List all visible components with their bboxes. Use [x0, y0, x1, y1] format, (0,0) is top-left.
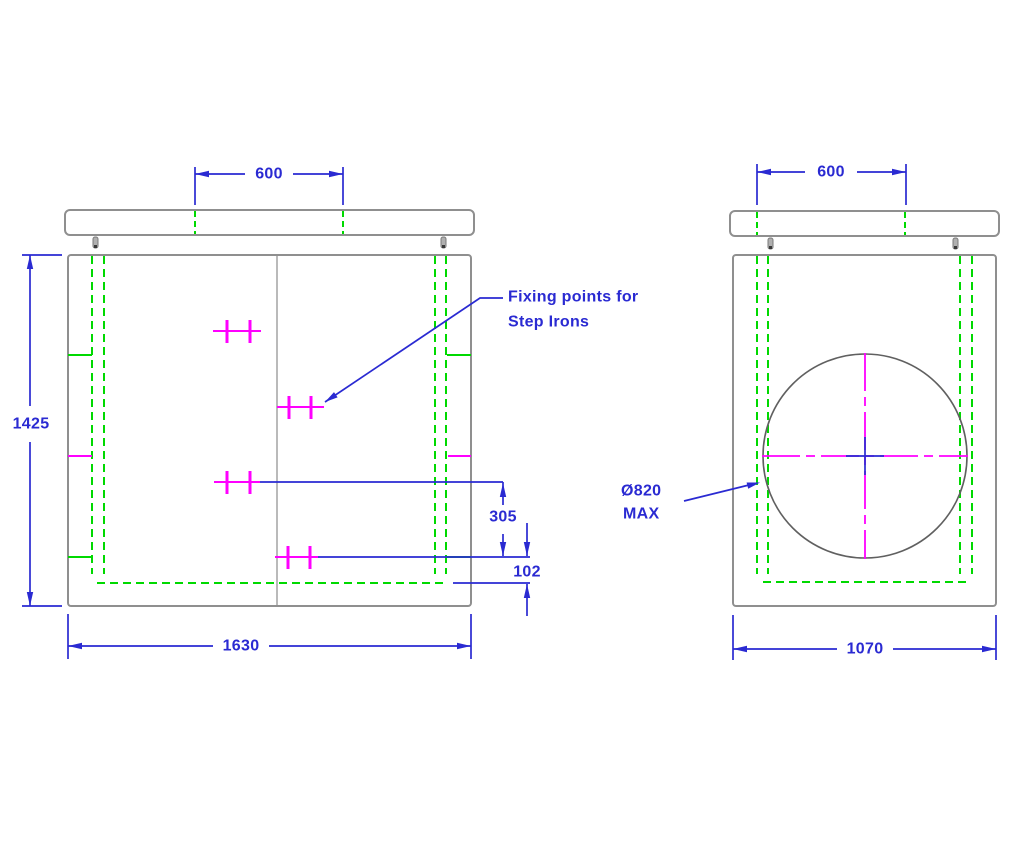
fixing-points-label-line2: Step Irons [508, 314, 589, 331]
dim-1630-label: 1630 [223, 638, 260, 655]
dim-1425-label: 1425 [13, 416, 50, 433]
diameter-annotation: Ø820 MAX [621, 482, 760, 523]
dim-1630: 1630 [67, 614, 472, 659]
dim-600-front-label: 600 [255, 166, 283, 183]
dim-600-front: 600 [194, 166, 344, 205]
step-iron-3 [214, 471, 260, 494]
diameter-label-line2: MAX [623, 506, 659, 523]
step-iron-1 [213, 320, 261, 343]
diameter-label-line1: Ø820 [621, 483, 661, 500]
dim-600-side-label: 600 [817, 164, 845, 181]
dim-305-label: 305 [489, 509, 517, 526]
dim-1070: 1070 [732, 615, 997, 660]
dim-102: 102 [453, 523, 541, 616]
front-dimensions: 600 1425 1630 [13, 166, 638, 659]
step-iron-4 [275, 546, 318, 569]
front-cover-slab [64, 209, 475, 236]
fixing-points-annotation: Fixing points for Step Irons [324, 289, 638, 403]
side-dimensions: 600 1070 Ø820 MAX [621, 164, 997, 660]
dim-1070-label: 1070 [847, 641, 884, 658]
front-seating-pin-right [440, 236, 447, 249]
center-cross [846, 437, 884, 475]
side-view [729, 210, 1000, 607]
dim-305: 305 [260, 481, 530, 558]
dim-102-label: 102 [513, 564, 541, 581]
dim-1425: 1425 [13, 254, 62, 607]
side-cover-slab [729, 210, 1000, 237]
side-seating-pin-left [767, 237, 774, 250]
step-iron-2 [277, 396, 324, 419]
fixing-points-label-line1: Fixing points for [508, 289, 638, 306]
front-seating-pin-left [92, 236, 99, 249]
side-seating-pin-right [952, 237, 959, 250]
front-view [64, 209, 475, 607]
dim-600-side: 600 [756, 164, 907, 205]
front-chamber-body [67, 254, 472, 607]
